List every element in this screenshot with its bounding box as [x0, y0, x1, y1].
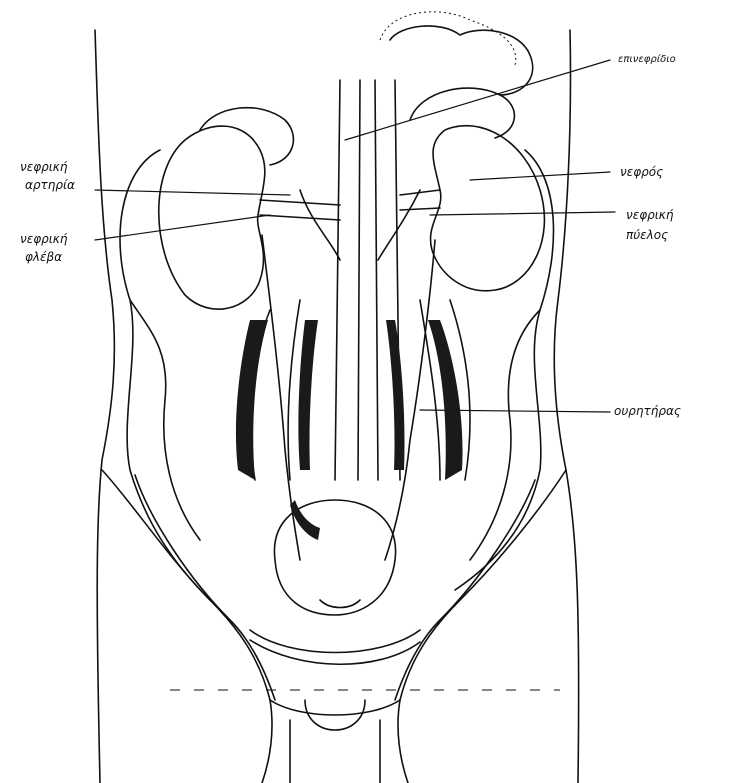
label-renal-pelvis-line1: νεφρική [626, 208, 673, 222]
label-renal-vein-line2: φλέβα [25, 250, 62, 264]
label-renal-vein-line1: νεφρική [20, 232, 67, 246]
dotted-outline [380, 12, 516, 65]
leader-renal-artery [95, 190, 290, 195]
label-renal-artery-line1: νεφρική [20, 160, 67, 174]
label-renal-pelvis-line2: πύελος [626, 228, 668, 242]
label-renal-artery-line2: αρτηρία [25, 178, 75, 192]
label-adrenal: επινεφρίδιο [618, 53, 676, 67]
pelvic-floor [250, 630, 420, 653]
pelvis-left [102, 470, 272, 783]
label-ureter: ουρητήρας [614, 404, 681, 418]
shade-right [428, 320, 463, 480]
adrenal-right [390, 26, 533, 95]
label-kidney: νεφρός [620, 165, 663, 179]
pelvis-right-inner [395, 480, 535, 700]
body-outline-right [554, 30, 578, 783]
pubis [270, 700, 400, 715]
right-kidney [430, 126, 544, 291]
leader-renal-pelvis [430, 212, 615, 215]
shade-left [236, 320, 268, 480]
aorta [335, 80, 340, 480]
right-ureter [385, 240, 435, 560]
pelvis-right [398, 470, 566, 783]
pelvis-left-inner [135, 475, 275, 700]
leader-kidney [470, 172, 610, 180]
body-outline-left [95, 30, 114, 783]
vena-cava [375, 80, 378, 480]
